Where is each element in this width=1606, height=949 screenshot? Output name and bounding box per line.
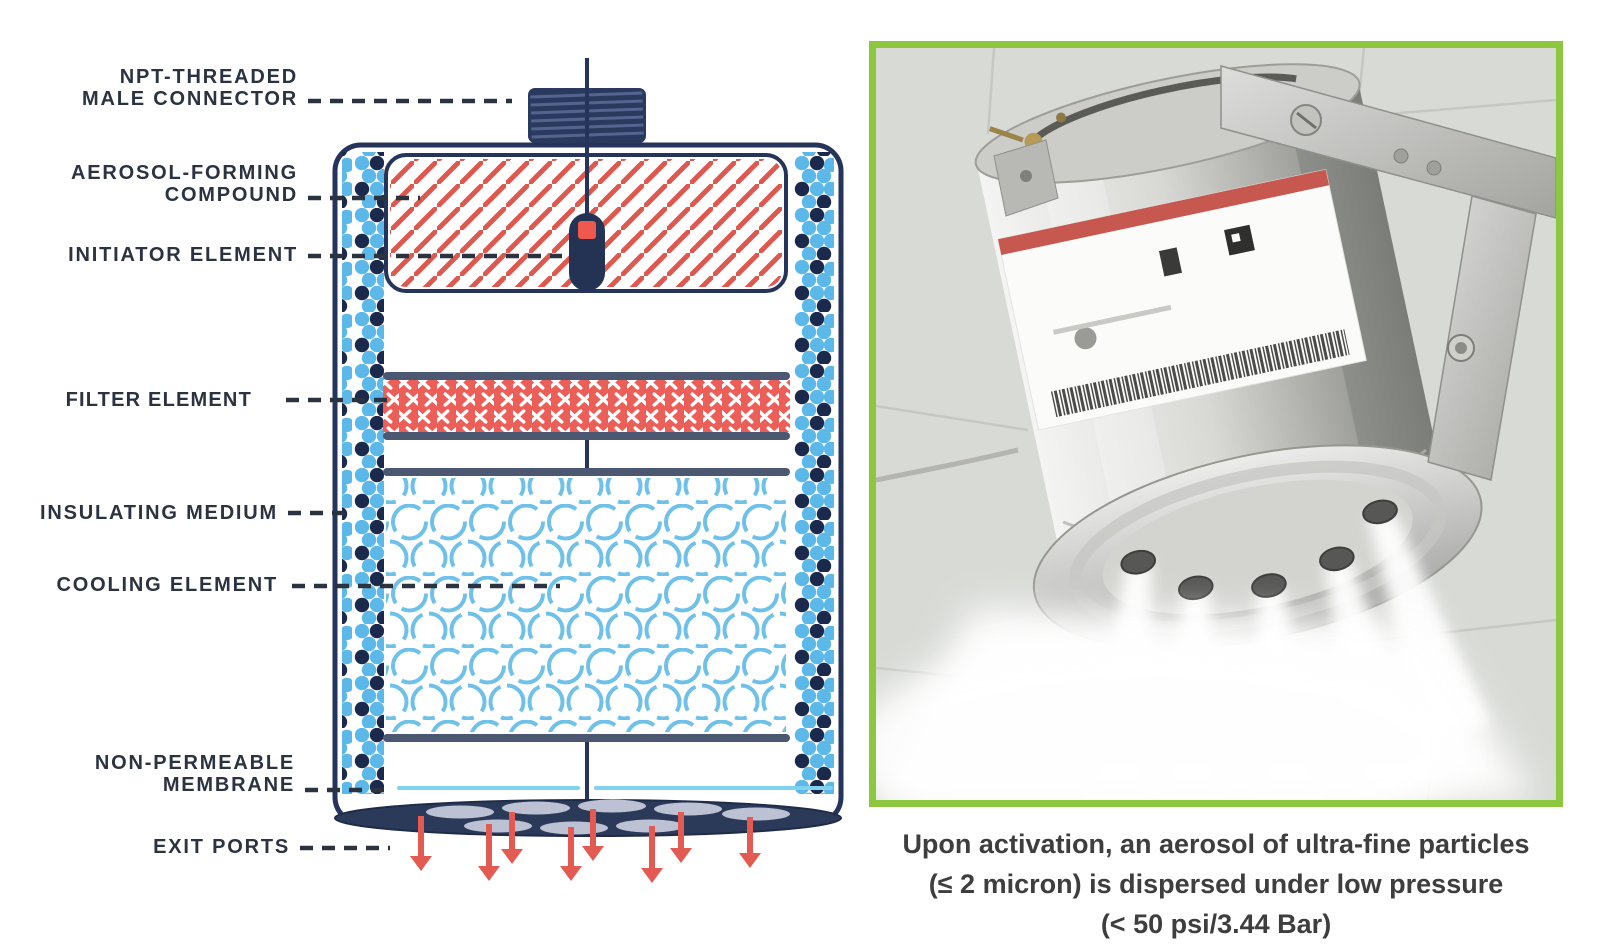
label-cooling-element: COOLING ELEMENT	[0, 574, 278, 596]
discharge-arrows	[410, 809, 761, 883]
initiator-charge	[578, 221, 596, 239]
label-line: INITIATOR ELEMENT	[68, 244, 298, 266]
discharge-photo-illustration	[876, 48, 1556, 800]
label-line: MALE CONNECTOR	[82, 88, 298, 110]
label-line: AEROSOL-FORMING	[71, 162, 298, 184]
mounting-bracket	[993, 65, 1556, 481]
label-line: COMPOUND	[164, 184, 298, 206]
label-line: EXIT PORTS	[153, 836, 290, 858]
label-line: MEMBRANE	[162, 774, 295, 796]
label-non-permeable-membrane: NON-PERMEABLE MEMBRANE	[15, 752, 295, 796]
label-barcode	[1050, 329, 1350, 418]
label-line: FILTER ELEMENT	[65, 389, 252, 411]
aerosol-generator-cutaway-diagram	[286, 58, 844, 883]
nozzle-holes	[1120, 499, 1398, 601]
discharge-photo	[869, 41, 1563, 807]
wall-conduit	[876, 447, 1019, 483]
aerosol-cloud	[876, 608, 1536, 800]
label-initiator-element: INITIATOR ELEMENT	[18, 244, 298, 266]
caption-line-3: (< 50 psi/3.44 Bar)	[1100, 909, 1332, 939]
label-line: NPT-THREADED	[119, 66, 298, 88]
leader-lines	[286, 98, 562, 851]
label-line: COOLING ELEMENT	[56, 574, 278, 596]
generator-canister	[974, 63, 1491, 800]
product-label	[997, 169, 1367, 431]
initiator-element	[569, 213, 605, 291]
caption-line-2: (≤ 2 micron) is dispersed under low pres…	[928, 869, 1504, 899]
photo-caption: Upon activation, an aerosol of ultra-fin…	[869, 824, 1563, 944]
label-line: NON-PERMEABLE	[94, 752, 295, 774]
caption-line-1: Upon activation, an aerosol of ultra-fin…	[902, 829, 1530, 859]
insulating-medium-right	[792, 152, 834, 794]
label-insulating-medium: INSULATING MEDIUM	[0, 502, 278, 524]
label-filter-element: FILTER ELEMENT	[0, 389, 252, 411]
insulating-medium-left	[342, 152, 384, 794]
label-npt-threaded-male-connector: NPT-THREADED MALE CONNECTOR	[18, 66, 298, 110]
label-line: INSULATING MEDIUM	[40, 502, 278, 524]
label-aerosol-forming-compound: AEROSOL-FORMING COMPOUND	[18, 162, 298, 206]
filter-element	[383, 372, 790, 440]
cooling-element	[383, 468, 790, 742]
exit-ports-plate	[334, 799, 842, 837]
label-exit-ports: EXIT PORTS	[10, 836, 290, 858]
